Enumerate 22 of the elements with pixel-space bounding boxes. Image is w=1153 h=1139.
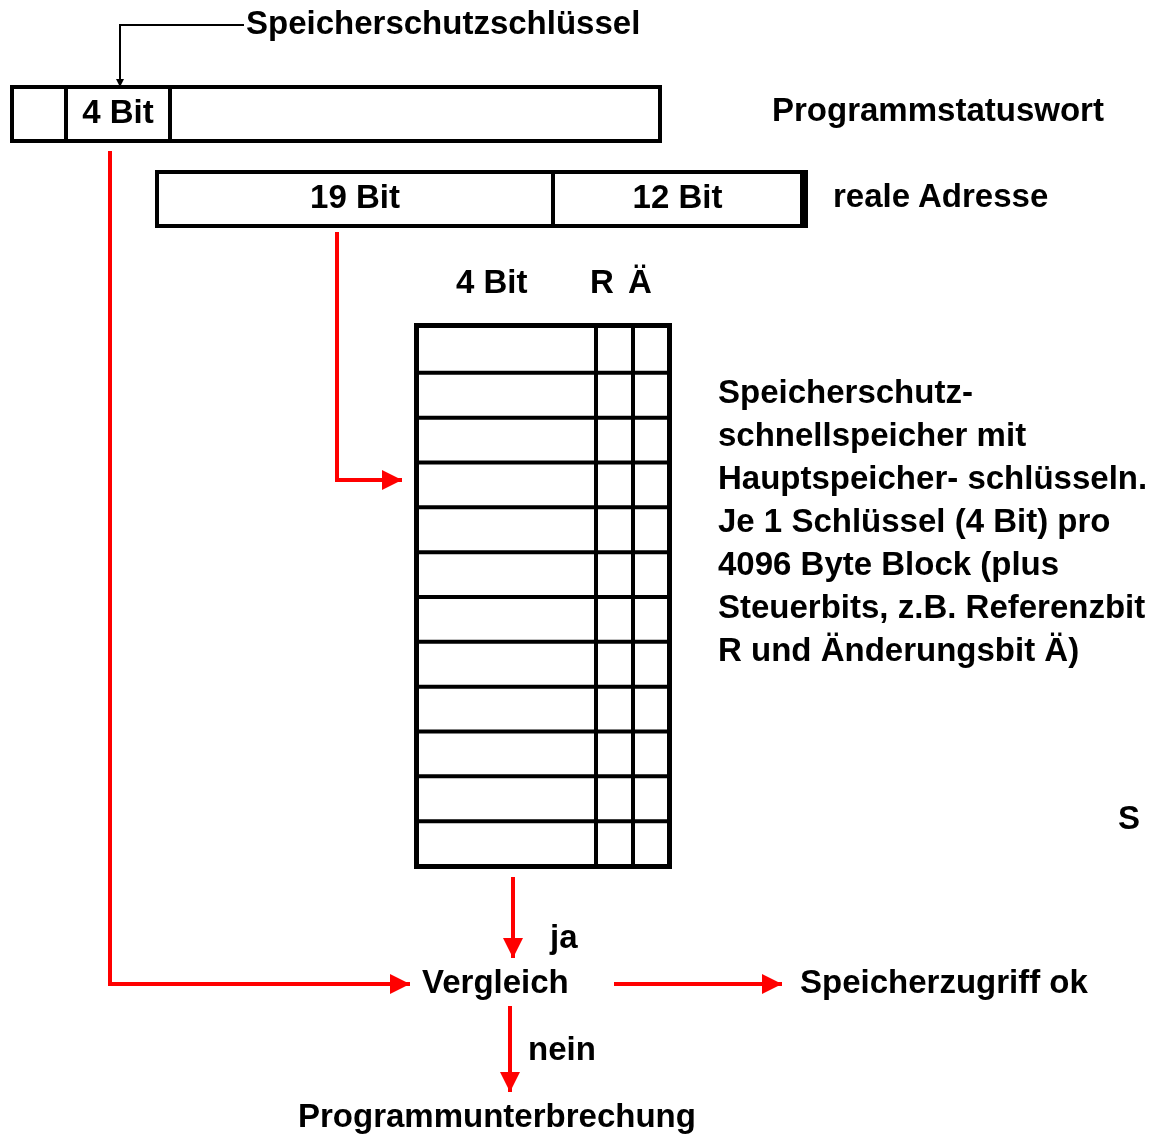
result-label: Speicherzugriff ok [800,962,1136,1006]
arrow [108,151,410,994]
arrow [335,232,402,490]
column-header: Ä [628,262,652,302]
callout-label: Speicherschutzschlüssel [246,3,696,47]
register-label: reale Adresse [833,176,1049,216]
arrow [614,974,782,994]
register-label: Programmstatuswort [772,90,1104,130]
memory-table [414,323,672,869]
column-header: R [590,262,614,302]
arrow [500,1006,520,1092]
register-bar [155,170,808,228]
register-field: 12 Bit [555,174,804,224]
result-label: Programmunterbrechung [298,1096,754,1139]
leader-arrow [116,24,245,88]
process-label: Vergleich [422,962,598,1006]
description-text: Speicherschutz- schnellspeicher mit Hauptspeicher- schlüsseln. Je 1 Schlüssel (4 Bit) pro 4096 Byte Block (plus Steuerbits, z.B. Referenzbit R und Änderungsbit Ä) [718,372,1148,670]
arrow [503,877,523,958]
register-bar [10,85,662,143]
label-text: S [1118,798,1140,838]
register-field: 19 Bit [159,174,555,224]
column-header: 4 Bit [456,262,528,302]
